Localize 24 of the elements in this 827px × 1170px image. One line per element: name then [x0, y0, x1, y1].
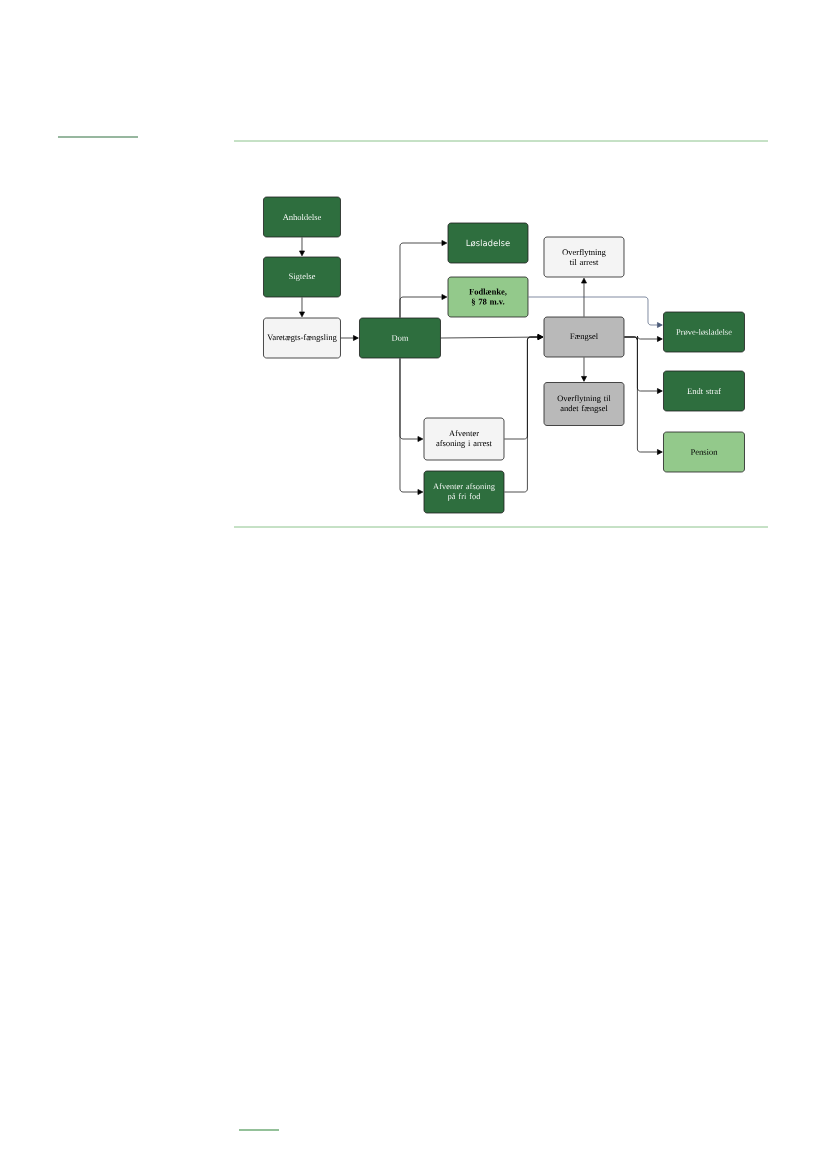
process-box: Overflytning til andet fængsel: [543, 382, 625, 426]
arrow: [299, 297, 305, 318]
process-box: Fodlænke, § 78 m.v.: [447, 276, 529, 318]
arrow: [581, 357, 587, 382]
arrow: [340, 335, 359, 341]
arrow: [581, 277, 587, 317]
process-box: Løsladelse: [447, 222, 529, 264]
process-box: Fængsel: [543, 316, 625, 358]
arrow: [399, 294, 448, 318]
arrow: [624, 336, 663, 455]
process-box: Anholdelse: [263, 196, 341, 238]
process-box: Afventer afsoning på fri fod: [423, 470, 505, 514]
process-box: Endt straf: [663, 370, 745, 412]
arrow: [299, 237, 305, 257]
arrow: [504, 334, 544, 493]
process-box: Dom: [359, 317, 441, 359]
process-box: Afventer afsoning i arrest: [423, 417, 505, 461]
process-box: Sigtelse: [263, 256, 341, 298]
process-box: Prøve-løsladelse: [663, 311, 745, 353]
process-box: Overflytning til arrest: [543, 236, 625, 278]
process-box: Pension: [663, 431, 745, 473]
arrow: [399, 358, 424, 495]
process-box: Varetægts-fængsling: [263, 317, 341, 359]
arrow: [528, 296, 663, 328]
